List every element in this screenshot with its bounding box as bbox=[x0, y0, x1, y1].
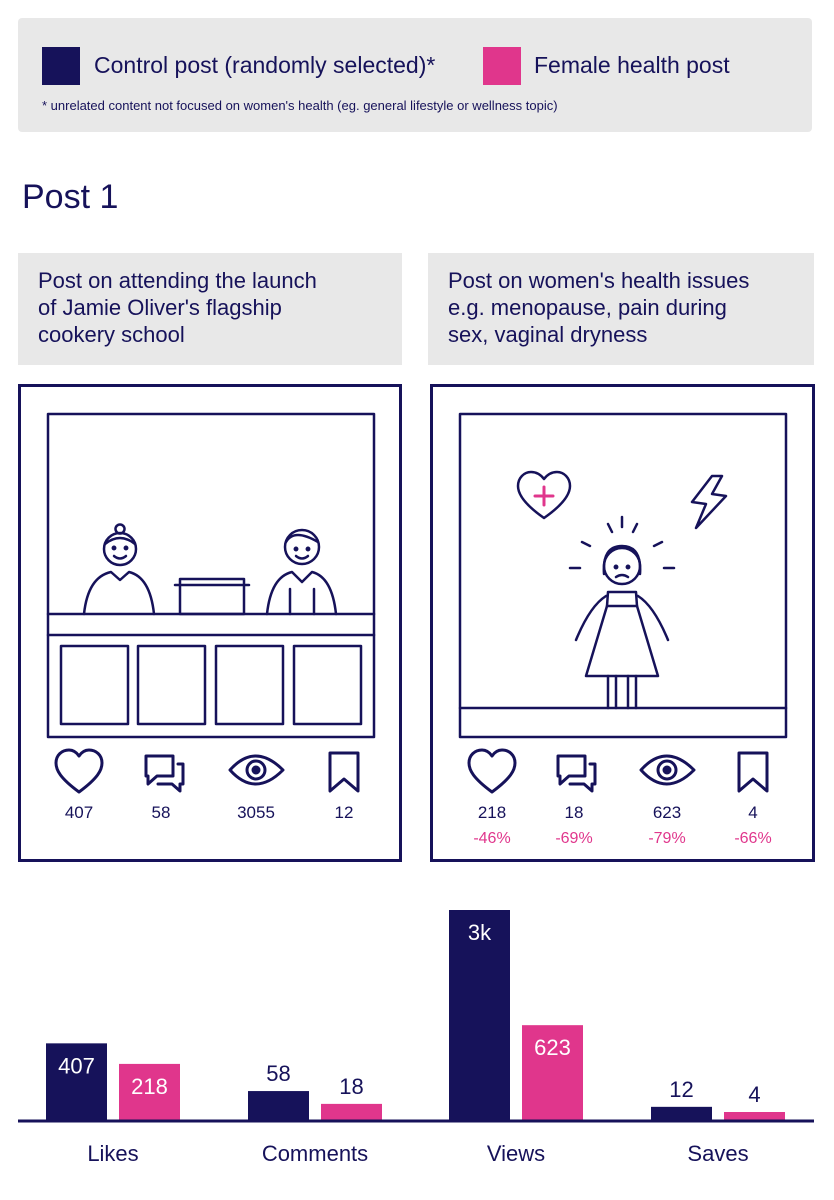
category-label-saves: Saves bbox=[687, 1141, 748, 1166]
category-label-likes: Likes bbox=[87, 1141, 138, 1166]
female-description-line: sex, vaginal dryness bbox=[448, 322, 648, 347]
post-title: Post 1 bbox=[22, 178, 119, 216]
female-description: Post on women's health issues e.g. menop… bbox=[428, 253, 814, 365]
female-comments-change: -69% bbox=[555, 830, 592, 847]
control-comments-count: 58 bbox=[152, 803, 171, 822]
female-bar-label-views: 623 bbox=[534, 1035, 571, 1060]
control-bar-label-comments: 58 bbox=[266, 1061, 290, 1086]
female-saves-count: 4 bbox=[748, 803, 757, 822]
control-saves-count: 12 bbox=[335, 803, 354, 822]
category-label-comments: Comments bbox=[262, 1141, 368, 1166]
control-bar-likes bbox=[46, 1043, 107, 1120]
female-likes-count: 218 bbox=[478, 803, 506, 822]
female-comments-count: 18 bbox=[565, 803, 584, 822]
heart-icon bbox=[54, 748, 104, 794]
kitchen-illustration bbox=[46, 412, 376, 739]
female-description-line: Post on women's health issues bbox=[448, 268, 750, 293]
control-description: Post on attending the launch of Jamie Ol… bbox=[18, 253, 402, 365]
control-likes-count: 407 bbox=[65, 803, 93, 822]
eye-icon bbox=[639, 754, 696, 786]
control-bar-label-views: 3k bbox=[468, 920, 492, 945]
bookmark-icon bbox=[328, 751, 360, 793]
control-bar-label-likes: 407 bbox=[58, 1053, 95, 1078]
female-views-change: -79% bbox=[648, 830, 685, 847]
control-swatch bbox=[42, 47, 80, 85]
control-post-card: 407 58 3055 12 bbox=[18, 384, 402, 862]
eye-icon bbox=[228, 754, 285, 786]
bookmark-icon bbox=[737, 751, 769, 793]
lightning-icon bbox=[690, 474, 728, 530]
female-bar-label-likes: 218 bbox=[131, 1074, 168, 1099]
female-description-line: e.g. menopause, pain during bbox=[448, 295, 727, 320]
category-label-views: Views bbox=[487, 1141, 545, 1166]
legend-footnote: * unrelated content not focused on women… bbox=[42, 98, 558, 113]
control-bar-views bbox=[449, 910, 510, 1120]
female-likes-change: -46% bbox=[473, 830, 510, 847]
control-bar-saves bbox=[651, 1106, 712, 1120]
legend-box: Control post (randomly selected)* Female… bbox=[18, 18, 812, 132]
female-views-count: 623 bbox=[653, 803, 681, 822]
female-post-card: 218 18 623 4 -46% -69% -79% -66% bbox=[430, 384, 815, 862]
female-bar-label-saves: 4 bbox=[748, 1082, 760, 1107]
female-swatch bbox=[483, 47, 521, 85]
comment-icon bbox=[556, 754, 597, 793]
control-views-count: 3055 bbox=[237, 803, 275, 822]
female-legend-label: Female health post bbox=[534, 52, 730, 78]
heart-plus-icon bbox=[516, 470, 572, 520]
control-description-line: Post on attending the launch bbox=[38, 268, 317, 293]
control-bar-comments bbox=[248, 1091, 309, 1120]
control-description-line: cookery school bbox=[38, 322, 185, 347]
control-description-line: of Jamie Oliver's flagship bbox=[38, 295, 282, 320]
heart-icon bbox=[467, 748, 517, 794]
female-bar-comments bbox=[321, 1103, 382, 1120]
comment-icon bbox=[144, 754, 185, 793]
female-saves-change: -66% bbox=[734, 830, 771, 847]
control-bar-label-saves: 12 bbox=[669, 1077, 693, 1102]
female-bar-saves bbox=[724, 1112, 785, 1120]
female-bar-views bbox=[522, 1025, 583, 1120]
female-bar-label-comments: 18 bbox=[339, 1074, 363, 1099]
control-legend-label: Control post (randomly selected)* bbox=[94, 52, 436, 78]
female-bar-likes bbox=[119, 1063, 180, 1120]
woman-pain-illustration bbox=[458, 412, 788, 739]
